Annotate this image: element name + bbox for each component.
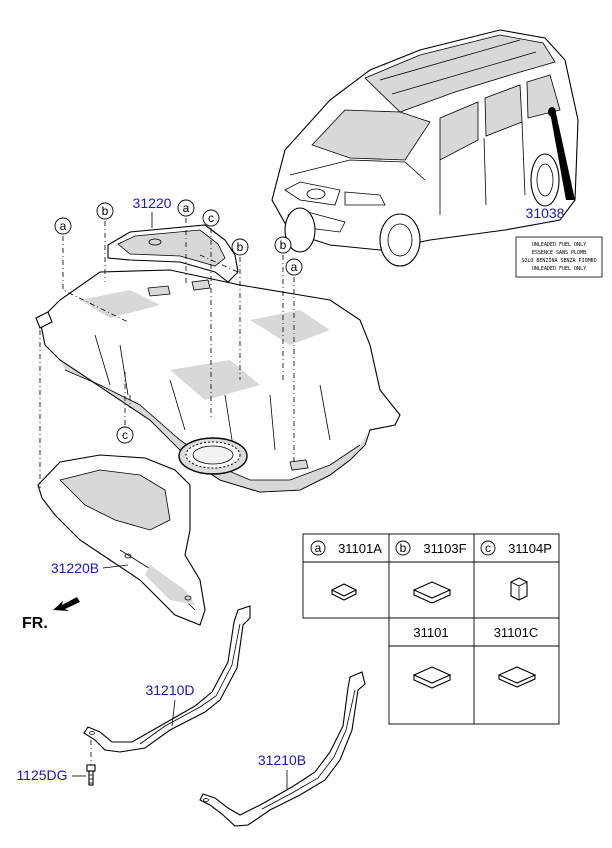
bolt-part bbox=[86, 764, 96, 786]
sticker-line-2: ESSENCE SANS PLOMB bbox=[532, 250, 586, 256]
table-part-31101: 31101 bbox=[413, 625, 448, 640]
circle-letter-b: b bbox=[280, 238, 287, 252]
car-illustration bbox=[271, 29, 579, 267]
fuel-tank-strap-front bbox=[83, 605, 251, 753]
sticker-line-4: UNLEADED FUEL ONLY bbox=[532, 266, 586, 272]
pad-31101C-icon bbox=[497, 666, 537, 688]
circle-callout-a-2: a bbox=[177, 199, 195, 217]
table-part-31103F: 31103F bbox=[423, 541, 466, 556]
fuel-tank-strap-rear bbox=[199, 671, 366, 827]
front-arrow-icon bbox=[53, 597, 80, 611]
circle-letter-b: b bbox=[237, 240, 244, 254]
circle-callout-b-2: b bbox=[231, 238, 249, 256]
circle-letter-c: c bbox=[122, 428, 128, 442]
callout-31038: 31038 bbox=[526, 205, 565, 221]
table-part-31104P: 31104P bbox=[508, 541, 552, 556]
table-part-31101C: 31101C bbox=[494, 625, 539, 640]
sticker-line-3: SOLO BENZINA SENZA PIOMBO bbox=[521, 258, 596, 264]
callout-1125DG: 1125DG bbox=[16, 767, 67, 783]
pad-31103F-icon bbox=[412, 581, 452, 604]
pad-31101A-icon bbox=[330, 583, 358, 601]
front-direction-indicator: FR. bbox=[22, 597, 80, 632]
heat-shield-upper-part bbox=[107, 224, 239, 283]
circle-letter-b: b bbox=[102, 204, 109, 218]
callout-31220: 31220 bbox=[133, 195, 172, 211]
circle-callout-c-2: c bbox=[116, 426, 134, 444]
sticker-line-1: UNLEADED FUEL ONLY bbox=[532, 242, 586, 248]
front-label: FR. bbox=[22, 615, 48, 632]
table-letter-c: c bbox=[485, 541, 491, 555]
callout-31220B: 31220B bbox=[51, 560, 99, 576]
table-letter-a: a bbox=[315, 541, 322, 555]
circle-callout-b-3: b bbox=[274, 236, 292, 254]
circle-callout-a-3: a bbox=[285, 258, 303, 276]
table-part-31101A: 31101A bbox=[338, 541, 382, 556]
circle-letter-a: a bbox=[291, 260, 298, 274]
heat-shield-lower-part bbox=[37, 454, 206, 626]
circle-letter-a: a bbox=[183, 201, 190, 215]
pad-31101-icon bbox=[412, 666, 452, 689]
circle-letter-a: a bbox=[60, 219, 67, 233]
circle-callout-a-1: a bbox=[54, 217, 72, 235]
callout-31210D: 31210D bbox=[145, 682, 194, 698]
fuel-door-leader bbox=[550, 112, 575, 200]
fuel-sticker: UNLEADED FUEL ONLY ESSENCE SANS PLOMB SO… bbox=[515, 236, 603, 278]
pads-table: a 31101A b 31103F c 31104P 31101 31101C bbox=[302, 533, 560, 725]
table-letter-b: b bbox=[400, 541, 407, 555]
fuel-tank-part bbox=[35, 269, 401, 493]
circle-callout-c-1: c bbox=[202, 209, 220, 227]
circle-letter-c: c bbox=[208, 211, 214, 225]
circle-callout-b-1: b bbox=[96, 202, 114, 220]
callout-31210B: 31210B bbox=[258, 752, 306, 768]
